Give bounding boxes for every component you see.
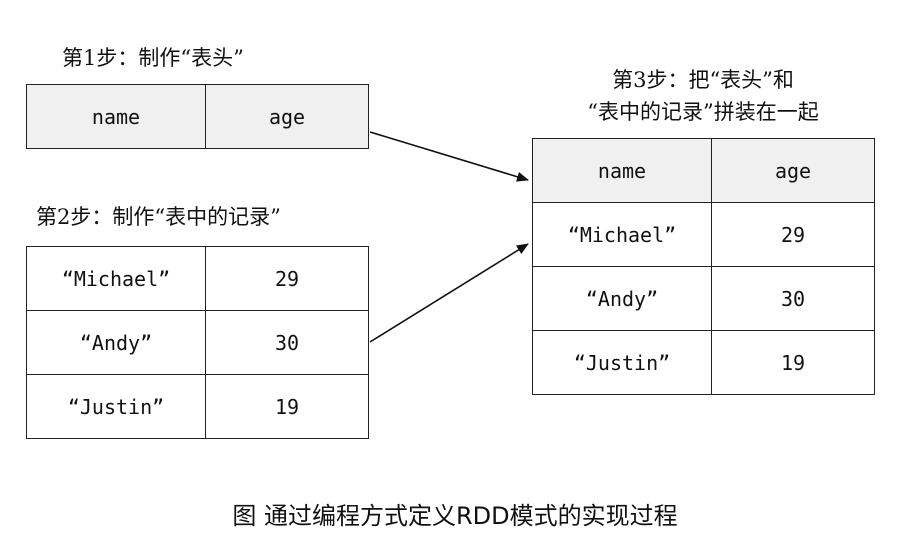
arrow-records-to-combined (369, 243, 529, 343)
record-name-cell: “Andy” (26, 310, 206, 375)
record-age-cell: 30 (711, 266, 875, 331)
step2-label: 第2步：制作“表中的记录” (36, 205, 281, 229)
header-age-cell: age (205, 84, 369, 149)
step3-label: 第3步：把“表头”和 “表中的记录”拼装在一起 (530, 64, 876, 128)
record-name-cell: “Michael” (26, 246, 206, 311)
header-name-cell: name (532, 138, 712, 203)
record-age-cell: 29 (711, 202, 875, 267)
step2-records-table: “Michael” 29 “Andy” 30 “Justin” 19 (26, 246, 369, 439)
record-row: “Justin” 19 (532, 330, 875, 395)
figure-caption: 图 通过编程方式定义RDD模式的实现过程 (232, 502, 678, 530)
record-row: “Michael” 29 (26, 246, 369, 311)
record-age-cell: 19 (205, 374, 369, 439)
header-row: name age (532, 138, 875, 203)
record-row: “Justin” 19 (26, 374, 369, 439)
record-age-cell: 19 (711, 330, 875, 395)
step1-label: 第1步：制作“表头” (62, 46, 244, 70)
header-row: name age (26, 84, 369, 149)
header-age-cell: age (711, 138, 875, 203)
record-name-cell: “Justin” (532, 330, 712, 395)
record-name-cell: “Andy” (532, 266, 712, 331)
record-name-cell: “Justin” (26, 374, 206, 439)
step3-label-line1: 第3步：把“表头”和 (612, 68, 794, 92)
step1-header-table: name age (26, 84, 369, 149)
record-row: “Michael” 29 (532, 202, 875, 267)
record-age-cell: 29 (205, 246, 369, 311)
step3-label-line2: “表中的记录”拼装在一起 (587, 100, 819, 124)
record-row: “Andy” 30 (532, 266, 875, 331)
arrow-header-to-combined (369, 131, 529, 182)
record-row: “Andy” 30 (26, 310, 369, 375)
header-name-cell: name (26, 84, 206, 149)
step3-combined-table: name age “Michael” 29 “Andy” 30 “Justin”… (532, 138, 875, 395)
